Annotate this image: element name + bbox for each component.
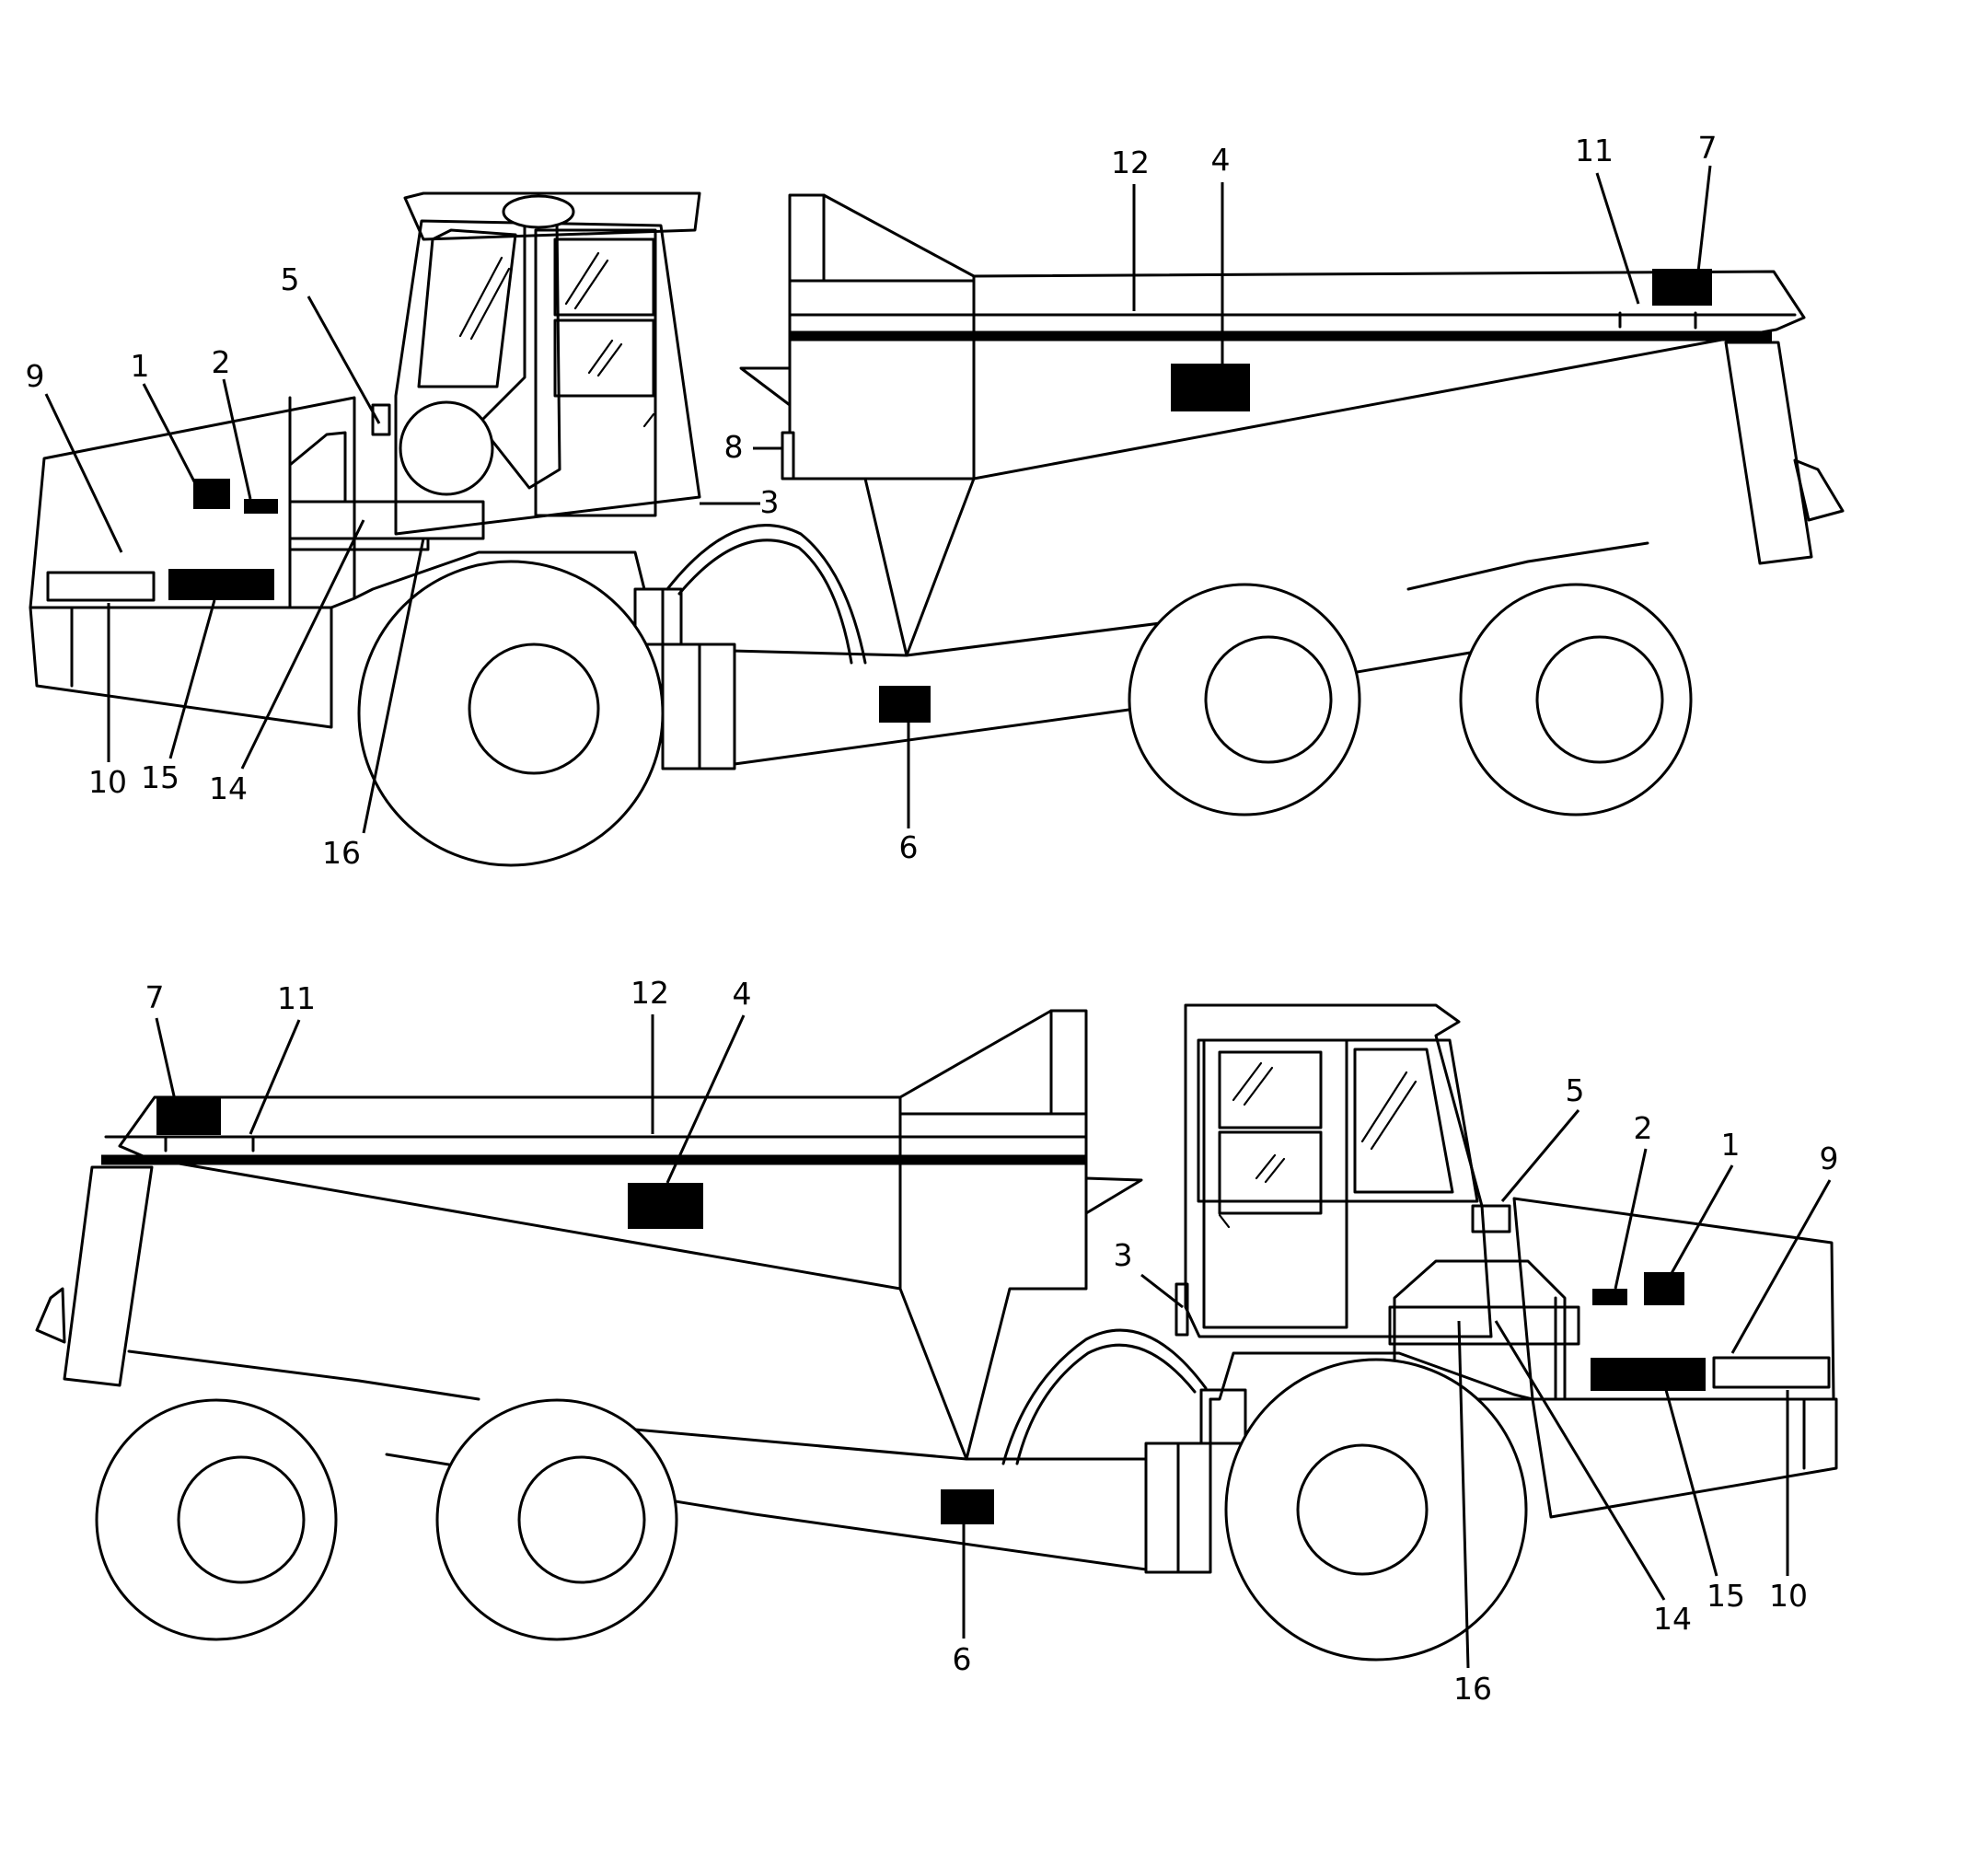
callout-number: 5 [1566, 1072, 1585, 1108]
callout-number: 16 [1453, 1671, 1492, 1707]
callout-number: 10 [1769, 1578, 1808, 1614]
callout-number: 5 [281, 261, 300, 297]
callout-number: 7 [145, 979, 165, 1015]
leader-lines [44, 165, 1712, 834]
dump-body-bottom [35, 1009, 1143, 1461]
callout-number: 7 [1698, 130, 1718, 166]
callout-number: 2 [212, 344, 231, 380]
callout-number: 4 [733, 976, 752, 1012]
decals [879, 269, 1712, 723]
callout-number: 1 [1721, 1127, 1741, 1163]
decals-bottom [156, 1098, 994, 1524]
truck-side-view-right-facing [35, 1003, 1838, 1669]
callout-number: 3 [760, 484, 780, 520]
leader-lines-bottom [155, 1014, 1832, 1669]
cab [371, 191, 701, 536]
callout-number: 8 [724, 429, 744, 465]
tires [357, 560, 1693, 867]
callout-number: 10 [88, 764, 127, 800]
front-chassis [29, 396, 683, 729]
cab-bottom [1174, 1003, 1511, 1338]
callout-number: 6 [953, 1641, 972, 1677]
callout-number: 1 [131, 348, 150, 384]
callout-number: 16 [322, 835, 361, 871]
callout-number: 11 [277, 980, 316, 1016]
callout-number: 6 [899, 829, 919, 865]
rear-chassis [661, 524, 1649, 770]
callout-number: 11 [1575, 133, 1614, 168]
callout-number: 9 [26, 358, 45, 394]
dump-body [739, 193, 1845, 657]
callout-number: 9 [1820, 1141, 1839, 1176]
callout-number: 4 [1211, 142, 1231, 178]
callout-number: 15 [1707, 1578, 1745, 1614]
truck-side-view-left-facing [29, 165, 1845, 867]
callout-number: 15 [141, 759, 179, 795]
callout-number: 2 [1634, 1110, 1653, 1146]
callout-number: 12 [631, 975, 669, 1011]
callouts-bottom-view: 7 11 12 4 5 2 1 9 3 6 14 15 10 16 [145, 975, 1839, 1707]
callout-number: 12 [1111, 145, 1150, 180]
tires-bottom [95, 1358, 1528, 1662]
callout-number: 3 [1114, 1237, 1133, 1273]
front-chassis-bottom [1199, 1197, 1838, 1519]
callout-number: 14 [1653, 1601, 1692, 1637]
callout-number: 14 [209, 770, 248, 806]
